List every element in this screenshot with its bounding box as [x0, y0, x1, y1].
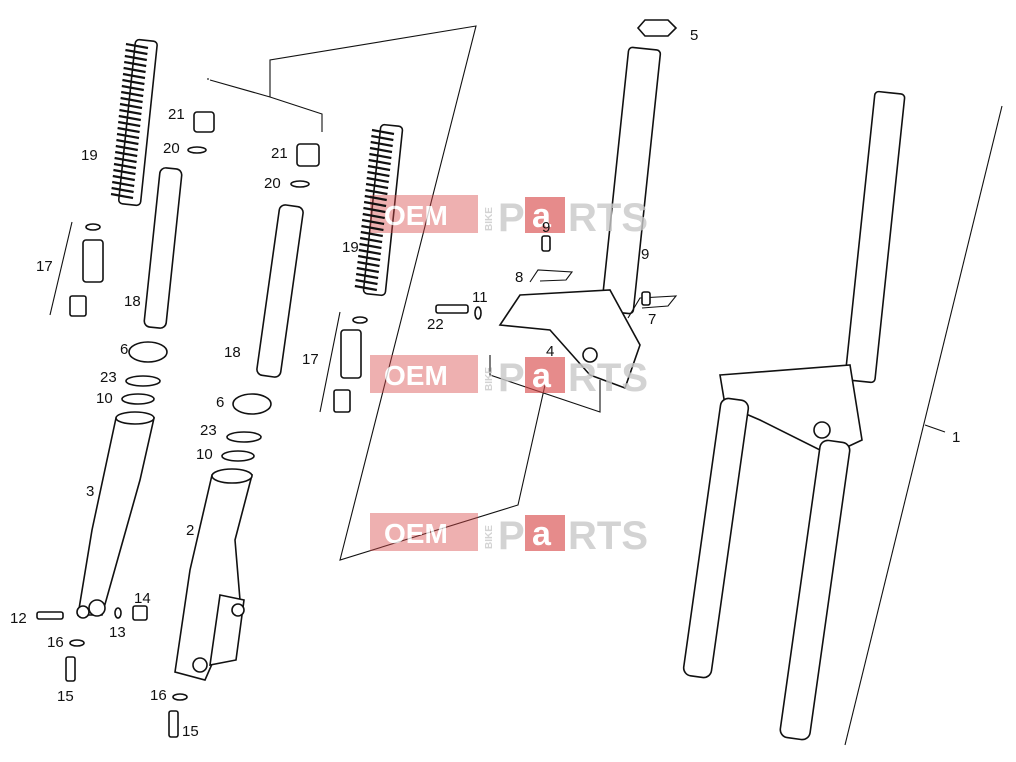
callout-23b: 23 — [200, 422, 217, 439]
fork-tube-left — [143, 167, 183, 329]
steering-stem — [498, 19, 678, 390]
callouts: 1 2 3 4 5 6 6 7 8 9 9 10 10 11 12 13 14 … — [10, 27, 960, 740]
callout-15a: 15 — [57, 688, 74, 705]
callout-4: 4 — [546, 343, 554, 360]
spring-coils — [110, 42, 149, 200]
screw-15-b — [168, 710, 179, 738]
watermark-rts: RTS — [568, 514, 648, 558]
cap-screw-right — [290, 143, 320, 188]
watermark-oem: OEM — [384, 360, 448, 391]
spring-seat-left — [69, 223, 104, 317]
cable-clip-7 — [627, 295, 678, 319]
dust-seal-left — [121, 341, 168, 405]
watermark-a: a — [532, 197, 552, 235]
callout-17b: 17 — [302, 351, 319, 368]
watermark-rts: RTS — [568, 196, 648, 240]
callout-23a: 23 — [100, 369, 117, 386]
callout-9a: 9 — [542, 219, 550, 236]
bolt-22 — [435, 304, 469, 314]
callout-19a: 19 — [81, 147, 98, 164]
callout-14: 14 — [134, 590, 151, 607]
bolt-12 — [36, 611, 64, 620]
fork-tube-right — [256, 204, 304, 378]
exploded-view-frame — [49, 25, 1003, 746]
cable-clip-8 — [529, 269, 574, 283]
washer-11 — [474, 306, 482, 320]
callout-9b: 9 — [641, 246, 649, 263]
assembled-fork — [682, 90, 906, 741]
callout-7: 7 — [648, 311, 656, 328]
callout-6a: 6 — [120, 341, 128, 358]
callout-10b: 10 — [196, 446, 213, 463]
watermark-oem: OEM — [384, 200, 448, 231]
watermark-rts: RTS — [568, 356, 648, 400]
callout-16b: 16 — [150, 687, 167, 704]
callout-13: 13 — [109, 624, 126, 641]
callout-2: 2 — [186, 522, 194, 539]
washer-16-a — [69, 639, 85, 647]
callout-17a: 17 — [36, 258, 53, 275]
dust-seal-right — [221, 393, 272, 462]
watermark-oem: OEM — [384, 518, 448, 549]
callout-20b: 20 — [264, 175, 281, 192]
callout-22: 22 — [427, 316, 444, 333]
fork-slider-right — [174, 468, 254, 681]
callout-3: 3 — [86, 483, 94, 500]
callout-12: 12 — [10, 610, 27, 627]
callout-20a: 20 — [163, 140, 180, 157]
callout-18a: 18 — [124, 293, 141, 310]
nut-14 — [132, 605, 148, 621]
watermark-bike: BIKE — [484, 367, 495, 391]
callout-18b: 18 — [224, 344, 241, 361]
watermark-p: P — [498, 514, 525, 558]
callout-1: 1 — [952, 429, 960, 446]
screw-9-a — [541, 235, 551, 252]
callout-11: 11 — [472, 289, 488, 306]
cap-screw-left — [187, 111, 215, 154]
callout-19b: 19 — [342, 239, 359, 256]
watermark-a: a — [532, 357, 552, 395]
washer-13 — [114, 607, 122, 619]
spring-left — [117, 38, 158, 207]
spring-coils — [354, 128, 395, 292]
watermark-bike: BIKE — [484, 525, 495, 549]
spring-seat-right — [333, 316, 368, 413]
callout-10a: 10 — [96, 390, 113, 407]
callout-6b: 6 — [216, 394, 224, 411]
callout-5: 5 — [690, 27, 698, 44]
callout-16a: 16 — [47, 634, 64, 651]
watermark-p: P — [498, 196, 525, 240]
callout-15b: 15 — [182, 723, 199, 740]
fork-slider-left — [76, 411, 156, 619]
washer-16-b — [172, 693, 188, 701]
callout-8: 8 — [515, 269, 523, 286]
callout-21a: 21 — [168, 106, 185, 123]
callout-21b: 21 — [271, 145, 288, 162]
watermark-bike: BIKE — [484, 207, 495, 231]
screw-9-b — [641, 291, 651, 306]
watermark-a: a — [532, 515, 552, 553]
screw-15-a — [65, 656, 76, 682]
watermark-p: P — [498, 356, 525, 400]
